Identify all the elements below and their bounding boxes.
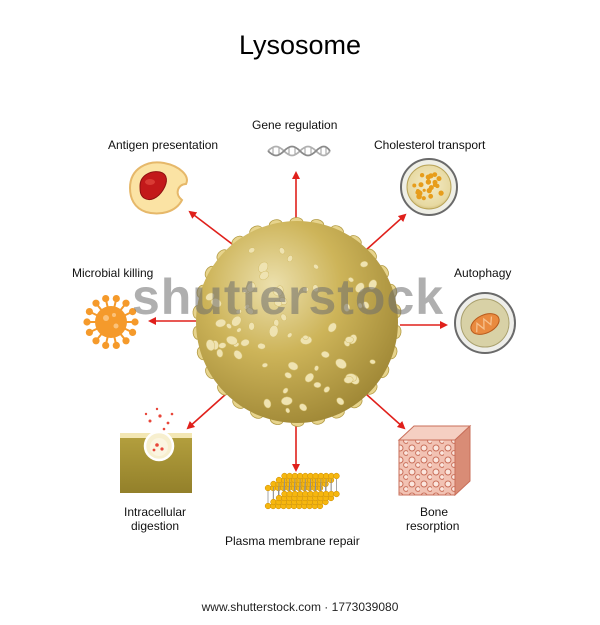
arrow-intracellular-digestion [186, 393, 227, 430]
label-intracellular-digestion-line1: Intracellular [124, 505, 187, 519]
virus-icon [83, 295, 139, 349]
label-cholesterol-transport: Cholesterol transport [374, 138, 486, 152]
arrow-bone-resorption [365, 393, 406, 430]
arrow-cholesterol-transport [365, 213, 407, 251]
label-bone-resorption-line2: resorption [406, 519, 460, 533]
label-gene-regulation: Gene regulation [252, 118, 338, 132]
bone-tissue-icon [397, 424, 472, 497]
label-intracellular-digestion-line2: digestion [131, 519, 180, 533]
antigen-presenting-cell-icon [128, 161, 188, 215]
lysosome-body [196, 221, 398, 423]
watermark: shutterstock [132, 269, 445, 325]
label-microbial-killing: Microbial killing [72, 266, 154, 280]
label-autophagy: Autophagy [454, 266, 512, 280]
intracellular-digestion-icon [120, 407, 192, 493]
diagram-title: Lysosome [238, 30, 362, 60]
plasma-membrane-icon [264, 472, 340, 510]
dna-icon [267, 145, 331, 157]
label-plasma-membrane-repair: Plasma membrane repair [225, 534, 360, 548]
lysosome-illustration [192, 217, 402, 427]
label-bone-resorption-line1: Bone [420, 505, 449, 519]
label-antigen-presentation: Antigen presentation [108, 138, 219, 152]
cholesterol-vesicle-icon [400, 158, 458, 216]
lysosome-surface-spots [205, 247, 378, 414]
autophagosome-icon [454, 292, 516, 354]
footer-credit: www.shutterstock.com · 1773039080 [201, 600, 399, 614]
